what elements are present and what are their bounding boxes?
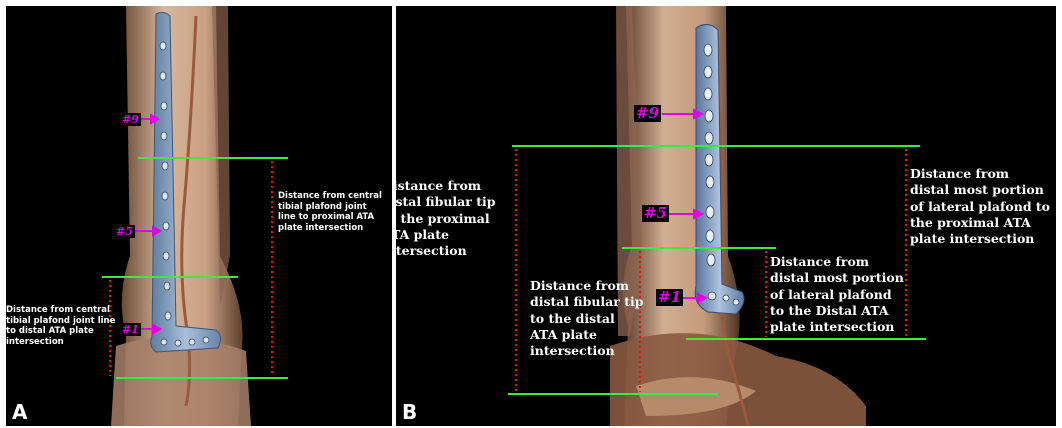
panel-letter-a: A	[12, 402, 27, 422]
hole-tag-5: #5	[642, 205, 669, 222]
label-fibular-tip-to-proximal: Distance from distal fibular tip to the …	[396, 178, 512, 259]
panel-a: #9 #5 #1 Distance from central tibial pl…	[6, 6, 392, 426]
label-lateral-plafond-to-proximal: Distance from distal most portion of lat…	[910, 166, 1052, 247]
label-fibular-tip-to-distal: Distance from distal fibular tip to the …	[530, 278, 644, 359]
label-lateral-plafond-to-distal: Distance from distal most portion of lat…	[770, 254, 910, 335]
hole-tag-5: #5	[114, 225, 135, 238]
label-central-plafond-to-proximal: Distance from central tibial plafond joi…	[278, 191, 382, 234]
panel-b: #9 #5 #1 Distance from distal fibular ti…	[396, 6, 1056, 426]
hole-tag-9: #9	[634, 105, 661, 122]
hole-tag-9: #9	[120, 113, 141, 126]
hole-tag-1: #1	[656, 289, 683, 306]
label-central-plafond-to-distal: Distance from central tibial plafond joi…	[6, 305, 118, 348]
hole-tag-1: #1	[120, 323, 141, 336]
panel-letter-b: B	[402, 402, 417, 422]
